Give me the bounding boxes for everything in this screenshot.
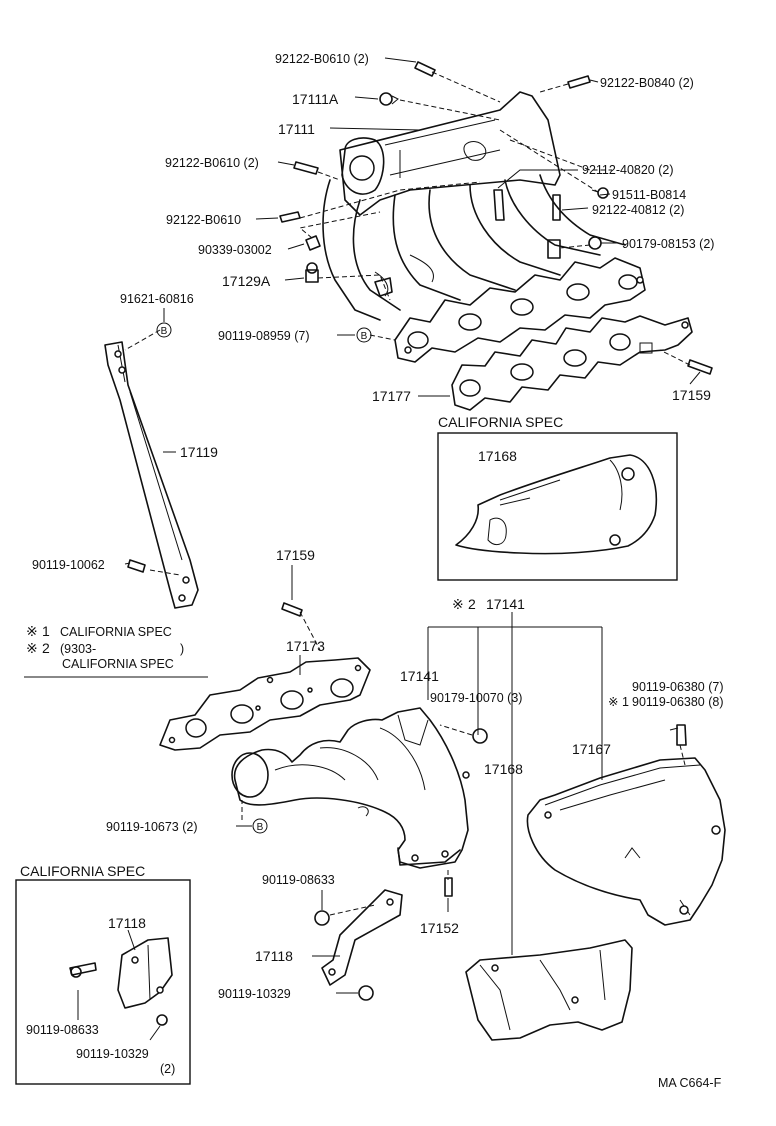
svg-text:B: B [257,822,264,833]
label-17119: 17119 [180,444,218,460]
svg-text:CALIFORNIA SPEC: CALIFORNIA SPEC [60,625,172,639]
label-91621-60816: 91621-60816 [120,292,194,306]
label-90119-08959: 90119-08959 (7) [218,329,310,343]
label-92122-b0840: 92122-B0840 (2) [600,76,694,90]
label-17111a: 17111A [292,91,339,107]
svg-text:※: ※ [608,695,618,709]
svg-text:17141: 17141 [486,596,525,612]
label-90119-08633-box: 90119-08633 [26,1023,99,1037]
label-92122-b0610-low: 92122-B0610 [166,213,241,227]
label-17159-top: 17159 [672,387,711,403]
label-90179-10070: 90179-10070 (3) [430,691,522,705]
manifold-stay-bracket [321,889,403,986]
badge-b-90119-10673: B [252,818,268,834]
bracket-california [117,937,173,1009]
svg-text:1: 1 [622,695,629,709]
label-17167: 17167 [572,741,611,757]
label-90339-03002: 90339-03002 [198,243,272,257]
footnote-1: ※ 1 CALIFORNIA SPEC [26,623,172,639]
label-90119-06380-a: 90119-06380 (7) [632,680,724,694]
california-spec-box-1-title: CALIFORNIA SPEC [438,414,563,430]
label-90119-10329-box: 90119-10329 [76,1047,149,1061]
lower-heat-insulator [465,939,633,1041]
label-17168-box: 17168 [478,448,517,464]
label-90119-10062: 90119-10062 [32,558,105,572]
intake-manifold [322,91,646,363]
exhaust-manifold-gasket [159,657,371,751]
california-spec-box-2-title: CALIFORNIA SPEC [20,863,145,879]
manifold-stay [104,341,199,609]
label-17141-top: ※ 2 17141 [452,596,525,612]
assembly-lines [124,71,691,916]
label-17173: 17173 [286,638,325,654]
svg-text:2: 2 [42,640,50,656]
label-90179-08153: 90179-08153 (2) [622,237,714,251]
svg-text:2: 2 [468,596,476,612]
label-92112-40820: 92112-40820 (2) [582,163,674,177]
label-90119-10673: 90119-10673 (2) [106,820,198,834]
label-92122-40812: 92122-40812 (2) [592,203,684,217]
label-92122-b0610-top: 92122-B0610 (2) [275,52,369,66]
svg-text:(9303-: (9303- [60,642,96,656]
catalog-code: MA C664-F [658,1076,722,1090]
svg-text:※: ※ [452,596,464,612]
label-17168-mid: 17168 [484,761,523,777]
label-90119-06380-b: ※ 1 90119-06380 (8) [608,695,724,709]
badge-b-90119-08959: B [356,327,372,343]
svg-text:B: B [361,331,368,342]
label-17141-mid: 17141 [400,668,439,684]
label-17159-mid: 17159 [276,547,315,563]
label-17177: 17177 [372,388,411,404]
label-92122-b0610-mid: 92122-B0610 (2) [165,156,259,170]
label-17152: 17152 [420,920,459,936]
california-spec-box-2 [15,879,191,1085]
label-17118-box: 17118 [108,915,146,931]
svg-text:B: B [161,326,168,337]
california-spec-box-1 [437,432,678,581]
svg-text:): ) [180,642,184,656]
label-17118: 17118 [255,948,293,964]
exhaust-manifold [231,707,470,869]
badge-b-91621: B [156,322,172,338]
svg-text:CALIFORNIA SPEC: CALIFORNIA SPEC [62,657,174,671]
label-qty-2-box: (2) [160,1062,175,1076]
footnote-2: ※ 2 (9303- ) CALIFORNIA SPEC [26,640,184,671]
label-90119-10329: 90119-10329 [218,987,291,1001]
upper-heat-insulator [526,757,726,926]
svg-text:※: ※ [26,623,38,639]
intake-manifold-gasket [451,315,693,411]
label-17111: 17111 [278,121,315,137]
label-90119-08633: 90119-08633 [262,873,335,887]
heat-insulator-california [455,454,657,555]
leader-lines [24,57,701,1041]
svg-text:1: 1 [42,623,50,639]
label-17129a: 17129A [222,273,271,289]
svg-text:90119-06380 (8): 90119-06380 (8) [632,695,724,709]
label-91511-b0814: 91511-B0814 [612,188,686,202]
svg-text:※: ※ [26,640,38,656]
